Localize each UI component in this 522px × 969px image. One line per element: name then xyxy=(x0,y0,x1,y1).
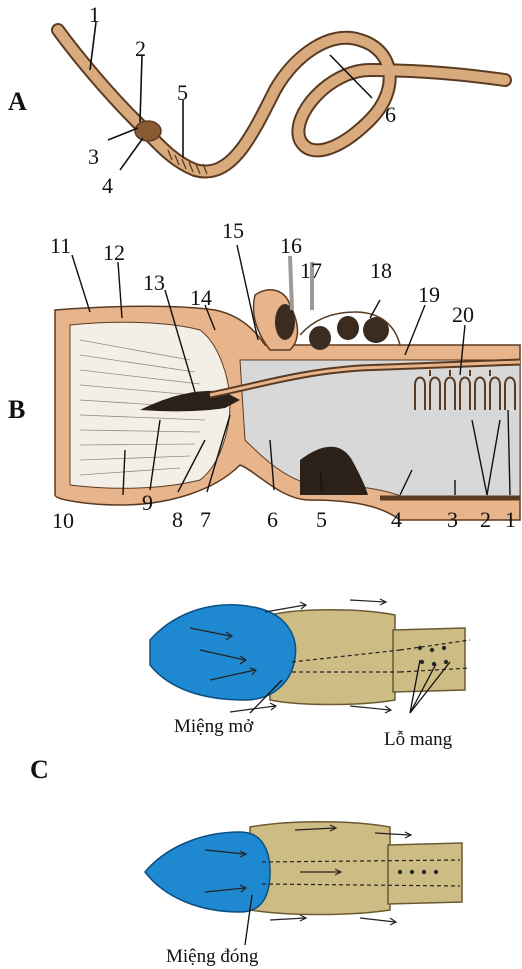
pharynx-segment-rear xyxy=(393,628,465,692)
panel-b-letter: B xyxy=(8,395,25,424)
panel-b-label-5: 5 xyxy=(316,507,327,532)
panel-b-label-12: 12 xyxy=(103,240,125,265)
panel-b: B xyxy=(8,218,520,533)
panel-b-label-10: 10 xyxy=(52,508,74,533)
panel-b-label-20: 20 xyxy=(452,302,474,327)
fin-chamber-b xyxy=(309,326,331,350)
panel-c: C xyxy=(30,599,470,967)
panel-a-label-2: 2 xyxy=(135,36,146,61)
panel-a-label-1: 1 xyxy=(89,2,100,27)
panel-c-letter: C xyxy=(30,755,49,784)
panel-a-label-5: 5 xyxy=(177,80,188,105)
panel-b-label-9: 9 xyxy=(142,490,153,515)
panel-b-label-15: 15 xyxy=(222,218,244,243)
caption-closed-mouth: Miệng đóng xyxy=(166,946,259,967)
panel-b-label-16: 16 xyxy=(280,233,302,258)
panel-b-label-11: 11 xyxy=(50,233,71,258)
worm-oral-region xyxy=(135,121,161,141)
pharynx-segment-front-2 xyxy=(250,822,390,915)
panel-b-label-13: 13 xyxy=(143,270,165,295)
caption-gill-slits: Lỗ mang xyxy=(384,729,453,750)
panel-a-label-3: 3 xyxy=(88,144,99,169)
panel-a-label-4: 4 xyxy=(102,173,113,198)
panel-b-label-2: 2 xyxy=(480,507,491,532)
panel-b-label-8: 8 xyxy=(172,507,183,532)
panel-b-label-4: 4 xyxy=(391,507,402,532)
panel-b-label-1: 1 xyxy=(505,507,516,532)
panel-a-letter: A xyxy=(8,87,27,116)
panel-b-label-14: 14 xyxy=(190,285,212,310)
oral-hood-open xyxy=(150,605,296,700)
panel-b-label-6: 6 xyxy=(267,507,278,532)
diagram-closed-mouth: Miệng đóng xyxy=(145,822,462,967)
panel-b-label-3: 3 xyxy=(447,507,458,532)
panel-a-label-6: 6 xyxy=(385,102,396,127)
diagram-open-mouth: Miệng mở Lỗ mang xyxy=(150,599,470,750)
panel-b-label-7: 7 xyxy=(200,507,211,532)
panel-a: A 1 2 3 4 5 6 xyxy=(8,2,505,198)
fin-chamber-c xyxy=(337,316,359,340)
panel-b-label-19: 19 xyxy=(418,282,440,307)
panel-b-label-18: 18 xyxy=(370,258,392,283)
caption-open-mouth: Miệng mở xyxy=(174,716,254,737)
worm-body xyxy=(58,30,505,172)
panel-b-label-17: 17 xyxy=(300,258,322,283)
